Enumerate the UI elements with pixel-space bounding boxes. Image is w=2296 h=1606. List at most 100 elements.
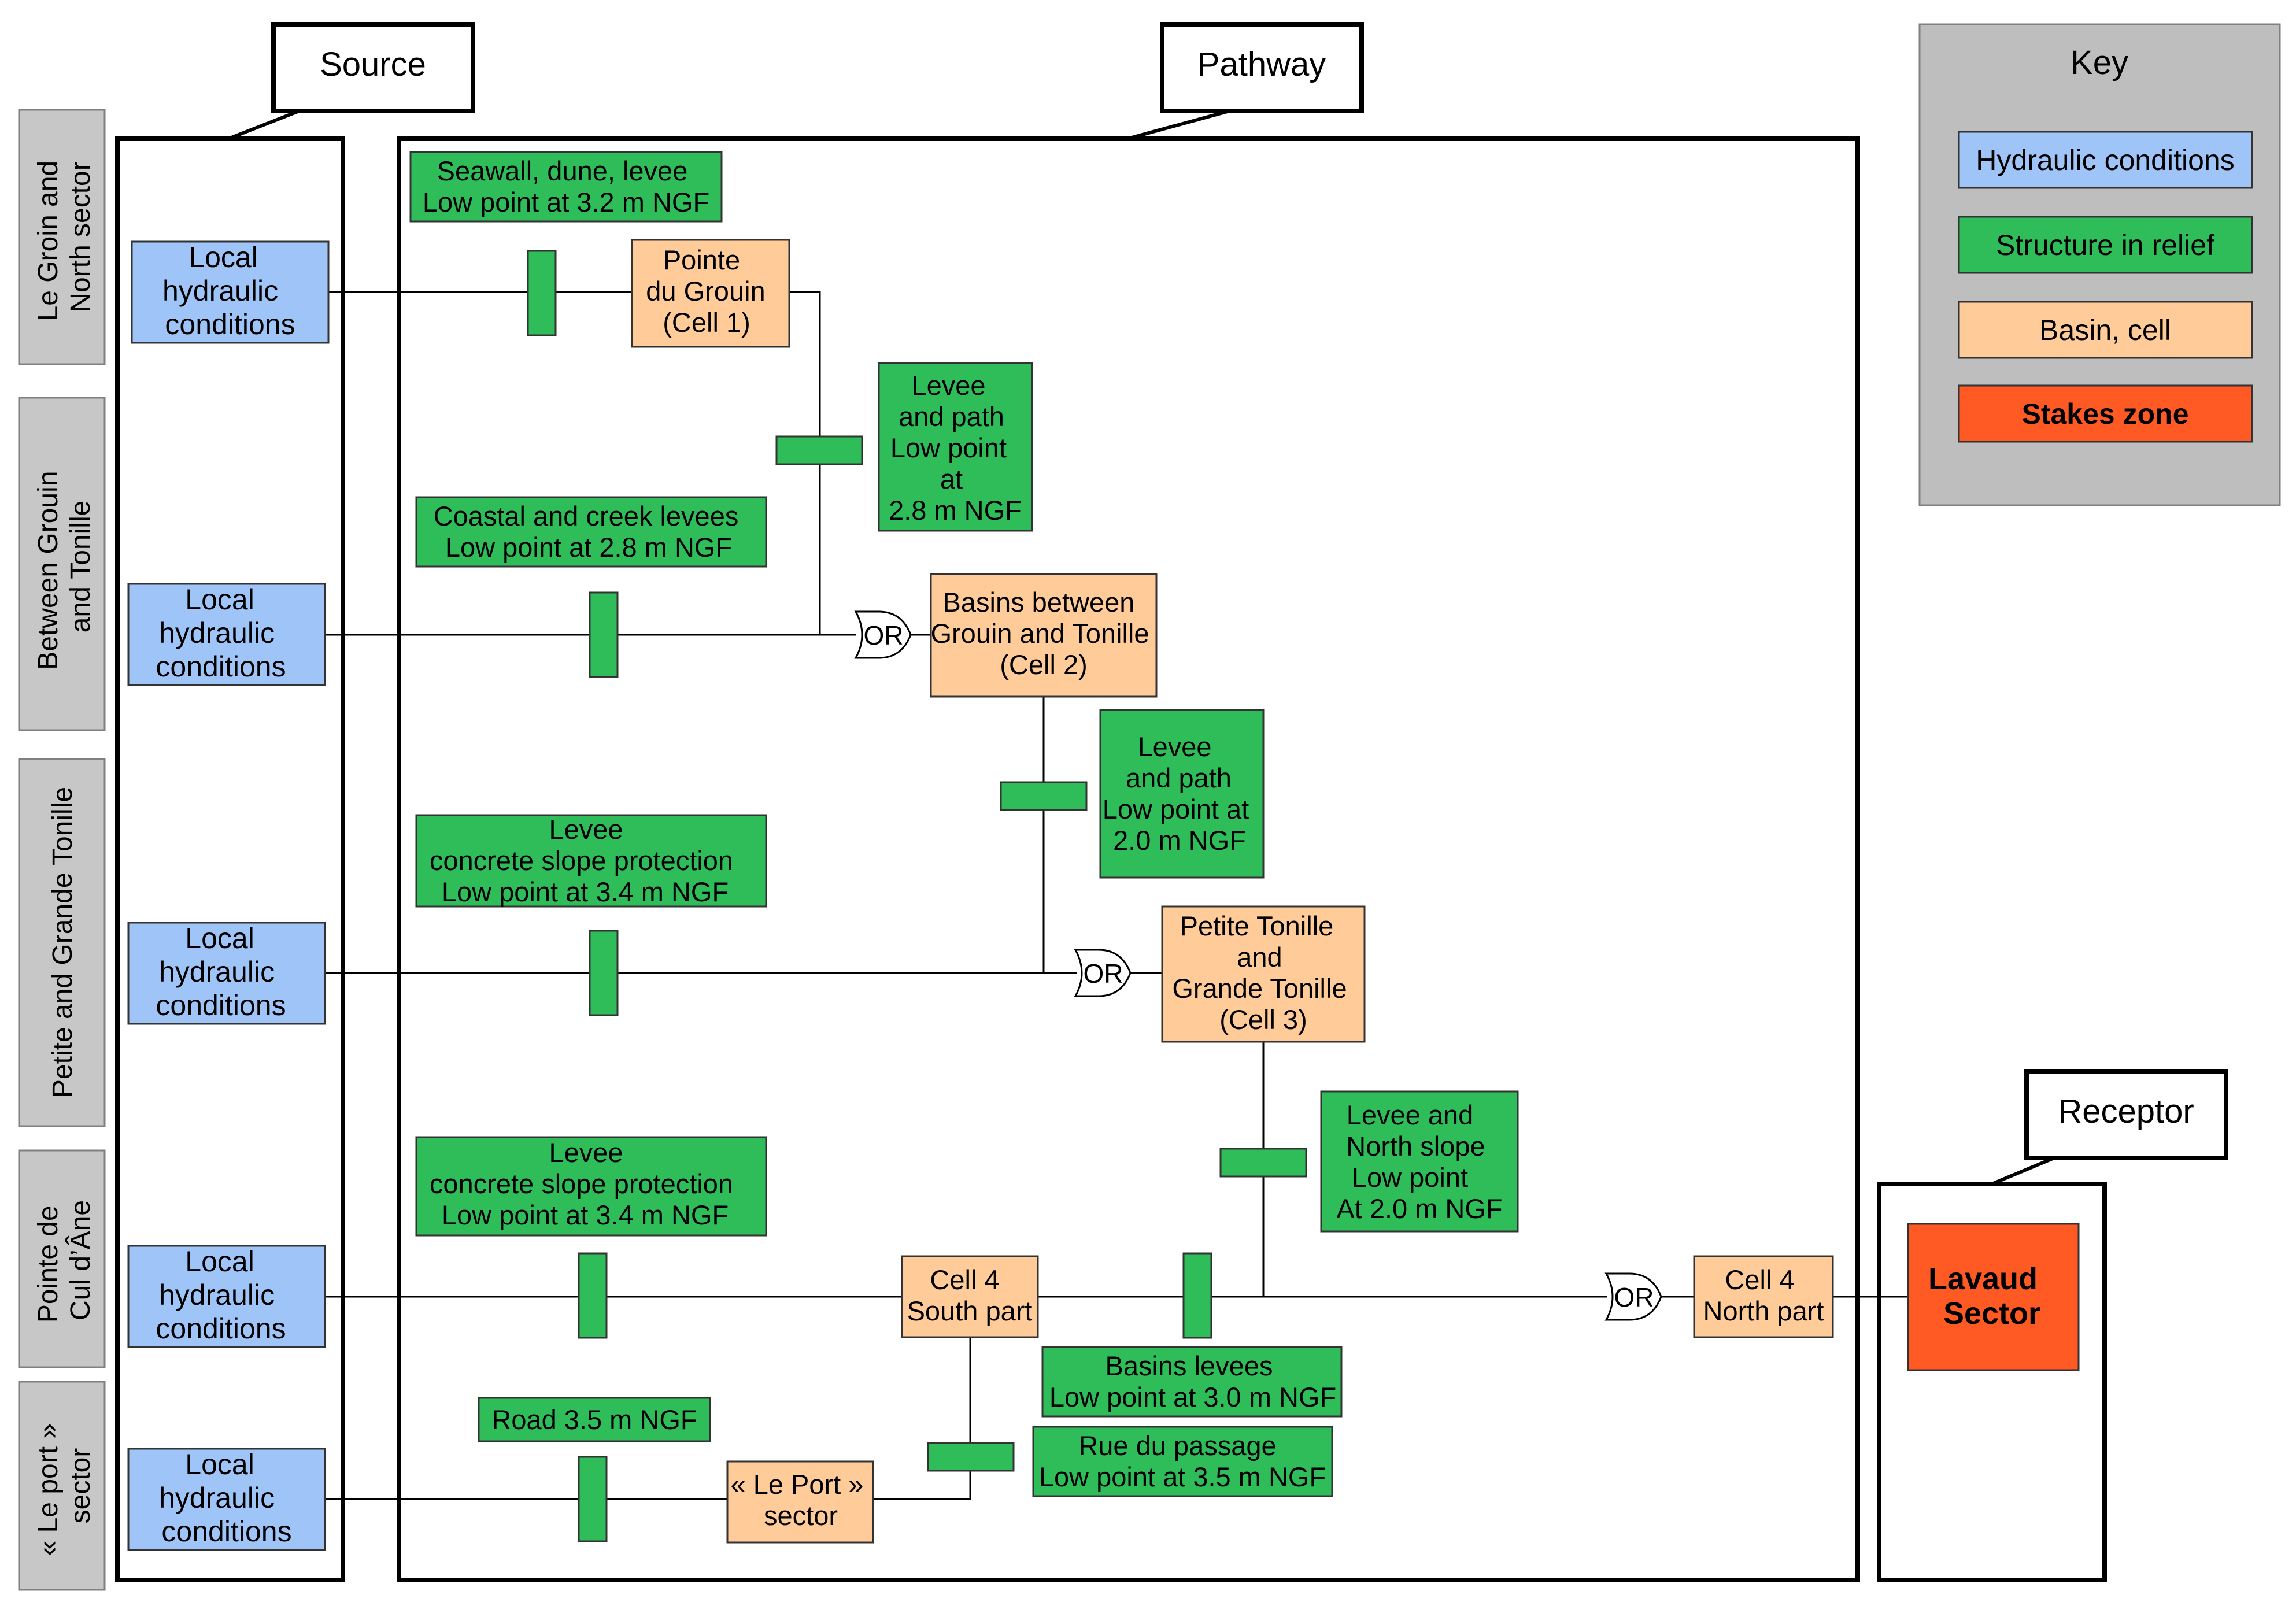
stakes-label-line: Sector [1943, 1296, 2040, 1331]
sector-label-line: Le Groin and [33, 161, 64, 321]
basin-boxes: Pointe du Grouin (Cell 1) Basins between… [631, 239, 1834, 1544]
sector-label-line: Petite and Grande Tonille [47, 787, 78, 1098]
hydraulic-box-label: Local hydraulic conditions [162, 241, 295, 341]
basin-box-label: Petite Tonille and Grande Tonille (Cell … [1172, 911, 1354, 1035]
structure-label-line: Levee and [1347, 1100, 1474, 1130]
key-title: Key [2071, 44, 2128, 82]
hydraulic-label-line: conditions [156, 650, 286, 683]
basin-box-label: Cell 4 North part [1703, 1264, 1824, 1326]
basin-label-line: Petite Tonille [1180, 911, 1334, 941]
structure-boxes: Seawall, dune, levee Low point at 3.2 m … [409, 151, 1519, 1497]
basin-box-label: « Le Port » sector [731, 1469, 871, 1531]
hydraulic-label-line: hydraulic [159, 617, 275, 649]
key-label-stakes: Stakes zone [2021, 398, 2188, 430]
structure-label-line: 2.8 m NGF [889, 495, 1022, 526]
sector-panel-between-grouin [18, 397, 106, 731]
basin-box-shape [631, 239, 790, 348]
structure-label-line: Seawall, dune, levee [437, 156, 688, 186]
structure-levee-north-slope: Levee and North slope Low point At 2.0 m… [1320, 1090, 1519, 1233]
or-gate-2: OR [1074, 949, 1132, 997]
pathway-header: Pathway [1127, 22, 1364, 140]
structure-label-line: concrete slope protection [430, 1168, 733, 1199]
basin-label-line: (Cell 2) [1000, 649, 1087, 680]
or-gate-shape [1074, 949, 1132, 997]
hydraulic-label-line: hydraulic [159, 1279, 275, 1311]
key-swatch-basin [1958, 301, 2253, 359]
basin-cell-3: Petite Tonille and Grande Tonille (Cell … [1161, 905, 1366, 1043]
structure-bars [527, 250, 1307, 1542]
hydraulic-box-5: Local hydraulic conditions [127, 1448, 326, 1551]
structure-bar [589, 930, 619, 1016]
hydraulic-box-label: Local hydraulic conditions [159, 1448, 292, 1548]
hydraulic-box-shape [127, 922, 326, 1025]
structure-box-shape [1320, 1090, 1519, 1233]
structure-box-shape [415, 814, 767, 908]
structure-levee-path-1: Levee and path Low point at 2.8 m NGF [878, 362, 1033, 532]
structure-box-shape [878, 362, 1033, 532]
structure-label-line: Low point at 3.2 m NGF [423, 187, 709, 217]
hydraulic-label-line: Local [185, 1448, 254, 1481]
sector-label-le-port: « Le port » sector [33, 1416, 96, 1556]
hydraulic-label-line: hydraulic [159, 1482, 275, 1514]
structure-label-line: Rue du passage [1078, 1430, 1276, 1461]
pathway-header-box [1160, 22, 1364, 113]
structure-bar [1000, 781, 1088, 811]
basin-box-shape [1693, 1255, 1834, 1338]
structure-label-line: Low point at 3.4 m NGF [442, 876, 729, 907]
structure-box-label: Levee and path Low point at 2.8 m NGF [889, 370, 1022, 526]
structure-label-line: Low point [890, 432, 1007, 463]
structure-bar [589, 591, 619, 678]
hydraulic-box-shape [127, 1245, 326, 1348]
sector-label-le-groin: Le Groin and North sector [33, 153, 96, 321]
basin-label-line: sector [764, 1500, 838, 1531]
structure-label-line: 2.0 m NGF [1113, 825, 1246, 856]
flow-line [873, 1337, 971, 1500]
hydraulic-box-shape [127, 583, 326, 686]
sector-label-line: Pointe de [33, 1205, 64, 1323]
structure-box-label: Levee and North slope Low point At 2.0 m… [1336, 1100, 1502, 1224]
source-header-label: Source [320, 46, 426, 83]
sector-label-cul-dane: Pointe de Cul d’Âne [33, 1198, 96, 1323]
structure-road: Road 3.5 m NGF [478, 1397, 711, 1442]
hydraulic-label-line: conditions [165, 308, 295, 341]
receptor-header: Receptor [1991, 1069, 2228, 1186]
basin-box-shape [930, 573, 1158, 698]
sector-label-line: Cul d’Âne [65, 1200, 96, 1320]
structure-levee-slope-1: Levee concrete slope protection Low poin… [415, 814, 767, 908]
structure-label-line: Low point at 2.8 m NGF [445, 532, 732, 563]
structure-box-shape [409, 151, 723, 223]
basin-label-line: (Cell 1) [663, 307, 750, 338]
structure-box-label: Levee and path Low point at 2.0 m NGF [1103, 731, 1257, 856]
or-gates: OR OR OR [854, 610, 1662, 1321]
structure-label-line: Basins levees [1105, 1350, 1273, 1381]
hydraulic-box-1: Local hydraulic conditions [131, 240, 330, 344]
hydraulic-label-line: hydraulic [162, 275, 278, 307]
structure-box-shape [1032, 1426, 1333, 1497]
hydraulic-box-shape [131, 240, 330, 344]
or-gate-shape [854, 610, 912, 659]
sector-label-line: North sector [65, 161, 96, 312]
hydraulic-box-label: Local hydraulic conditions [156, 583, 286, 683]
structure-label-line: At 2.0 m NGF [1336, 1193, 1502, 1224]
basin-label-line: du Grouin [646, 276, 765, 306]
structure-label-line: at [940, 464, 963, 494]
stakes-label-line: Lavaud [1928, 1261, 2038, 1296]
basin-box-shape [1161, 905, 1366, 1043]
structure-label-line: Low point [1352, 1162, 1468, 1193]
basin-box-shape [726, 1460, 874, 1544]
structure-box-shape [1099, 709, 1265, 879]
structure-label-line: Levee [549, 814, 623, 845]
structure-box-label: Seawall, dune, levee Low point at 3.2 m … [423, 156, 709, 217]
sector-panel-le-groin [18, 109, 106, 365]
receptor-header-tail [1991, 1156, 2057, 1186]
sector-label-line: Between Grouin [33, 471, 64, 670]
hydraulic-box-label: Local hydraulic conditions [156, 922, 286, 1022]
structure-levee-slope-2: Levee concrete slope protection Low poin… [415, 1136, 767, 1237]
structure-box-label: Levee concrete slope protection Low poin… [430, 1137, 741, 1230]
basin-label-line: Grande Tonille [1172, 973, 1347, 1004]
basin-cell-1: Pointe du Grouin (Cell 1) [631, 239, 790, 348]
hydraulic-box-3: Local hydraulic conditions [127, 922, 326, 1025]
basin-box-shape [901, 1255, 1039, 1338]
structure-box-label: Coastal and creek levees Low point at 2.… [434, 501, 746, 563]
hydraulic-box-shape [127, 1448, 326, 1551]
